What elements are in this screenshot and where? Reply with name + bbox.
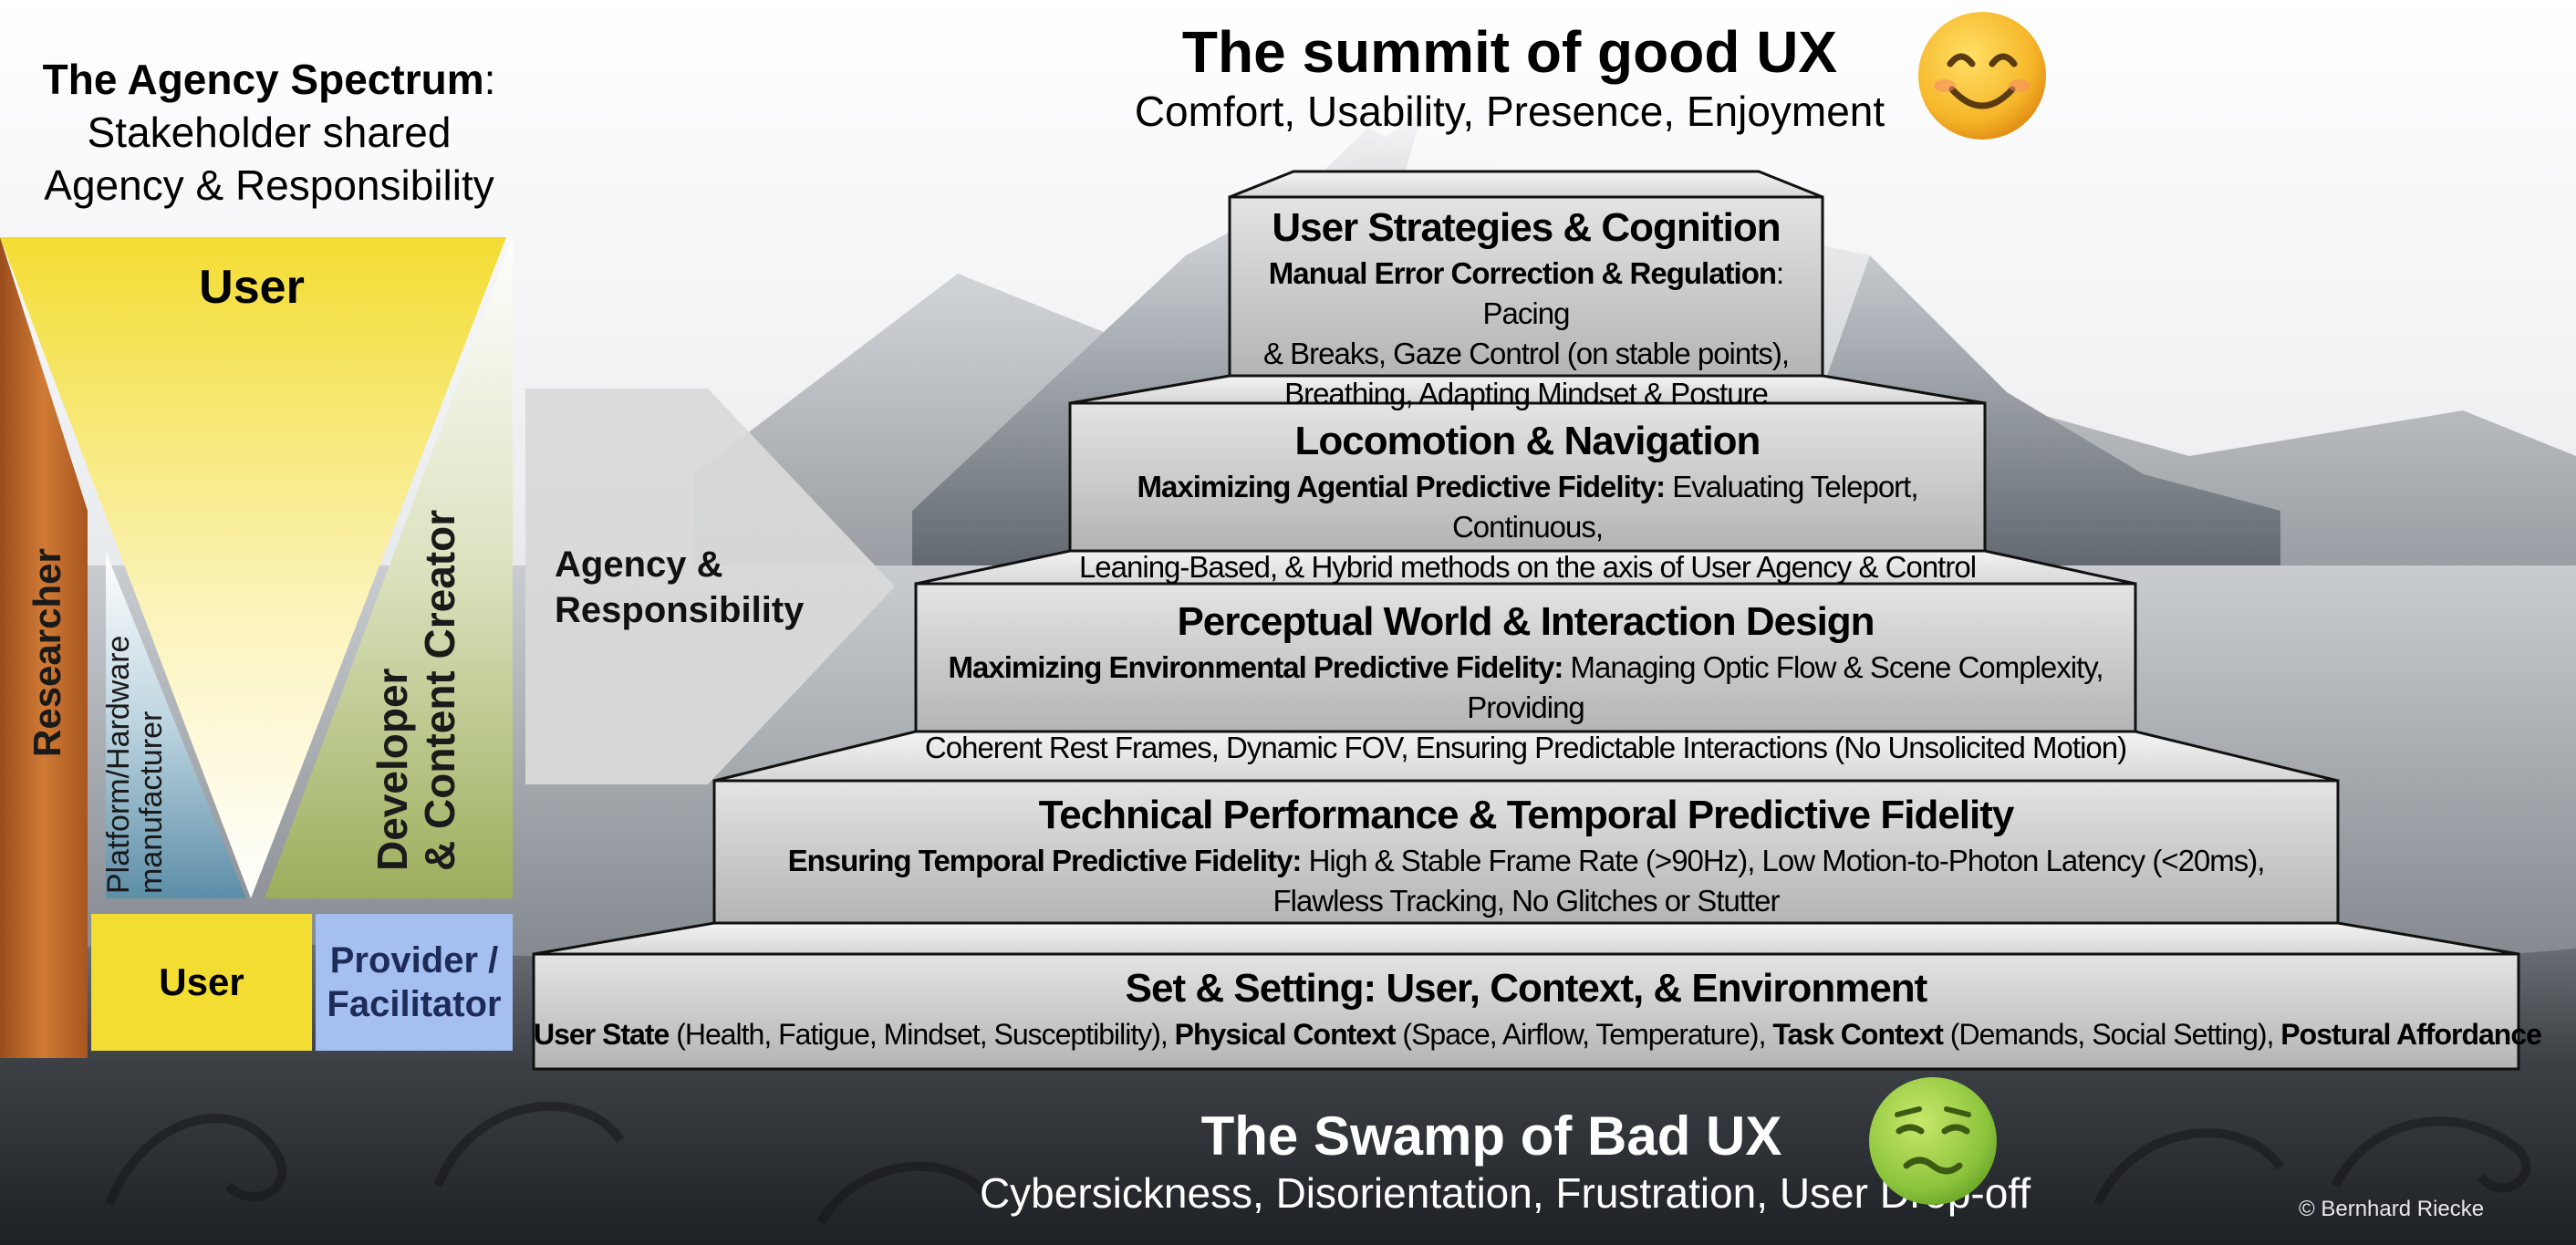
agency-spectrum-subtitle-line2: Agency & Responsibility xyxy=(44,161,494,209)
layer-front-2 xyxy=(712,779,2340,925)
copyright-notice: © Bernhard Riecke xyxy=(2299,1197,2485,1221)
layer-description: Manual Error Correction & Regulation: Pa… xyxy=(1262,256,1790,410)
layer-description: Ensuring Temporal Predictive Fidelity: H… xyxy=(787,844,2266,918)
layer-top-5 xyxy=(1229,170,1823,199)
summit-heading: The summit of good UX Comfort, Usability… xyxy=(1076,16,1943,135)
bottom-user-box: User xyxy=(159,960,244,1003)
summit-subtitle: Comfort, Usability, Presence, Enjoyment xyxy=(1134,88,1885,135)
layer-locomotion-navigation: Locomotion & Navigation Maximizing Agent… xyxy=(1070,416,1985,587)
swamp-subtitle: Cybersickness, Disorientation, Frustrati… xyxy=(979,1169,2031,1217)
layer-title: Perceptual World & Interaction Design xyxy=(1177,599,1875,644)
layer-title: Set & Setting: User, Context, & Environm… xyxy=(1125,966,1928,1011)
swamp-title: The Swamp of Bad UX xyxy=(1200,1105,1782,1167)
agency-spectrum-heading: The Agency Spectrum: Stakeholder shared … xyxy=(0,53,538,212)
layer-description: User State (Health, Fatigue, Mindset, Su… xyxy=(534,1018,2542,1051)
nauseated-face-icon xyxy=(1869,1077,1997,1205)
agency-spectrum-title: The Agency Spectrum xyxy=(42,56,484,103)
agency-spectrum-graphic xyxy=(0,237,513,1058)
layer-title: Technical Performance & Temporal Predict… xyxy=(1038,793,2015,837)
layer-technical-performance: Technical Performance & Temporal Predict… xyxy=(714,790,2338,921)
layer-title: User Strategies & Cognition xyxy=(1272,205,1781,250)
layer-front-4 xyxy=(1068,401,1987,553)
layer-description: Maximizing Agential Predictive Fidelity:… xyxy=(1078,470,1977,584)
agency-spectrum-subtitle-line1: Stakeholder shared xyxy=(87,109,452,156)
summit-title: The summit of good UX xyxy=(1181,19,1838,85)
agency-responsibility-arrow xyxy=(525,389,895,784)
layer-user-strategies: User Strategies & Cognition Manual Error… xyxy=(1230,202,1823,414)
layer-front-1 xyxy=(532,952,2520,1071)
layer-front-5 xyxy=(1228,195,1824,378)
spectrum-user-label: User xyxy=(199,261,305,314)
layer-title: Locomotion & Navigation xyxy=(1294,419,1761,463)
layer-top-1 xyxy=(533,921,2519,956)
layer-set-and-setting: Set & Setting: User, Context, & Environm… xyxy=(534,963,2542,1054)
swamp-heading: The Swamp of Bad UX Cybersickness, Disor… xyxy=(912,1105,2098,1219)
agency-responsibility-label: Agency & Responsibility xyxy=(555,545,805,630)
layer-perceptual-world: Perceptual World & Interaction Design Ma… xyxy=(916,597,2135,768)
smiling-face-icon xyxy=(1918,12,2046,140)
layer-description: Maximizing Environmental Predictive Fide… xyxy=(924,650,2127,764)
layer-front-3 xyxy=(914,582,2137,733)
provider-facilitator-box: Provider / Facilitator xyxy=(327,940,502,1024)
